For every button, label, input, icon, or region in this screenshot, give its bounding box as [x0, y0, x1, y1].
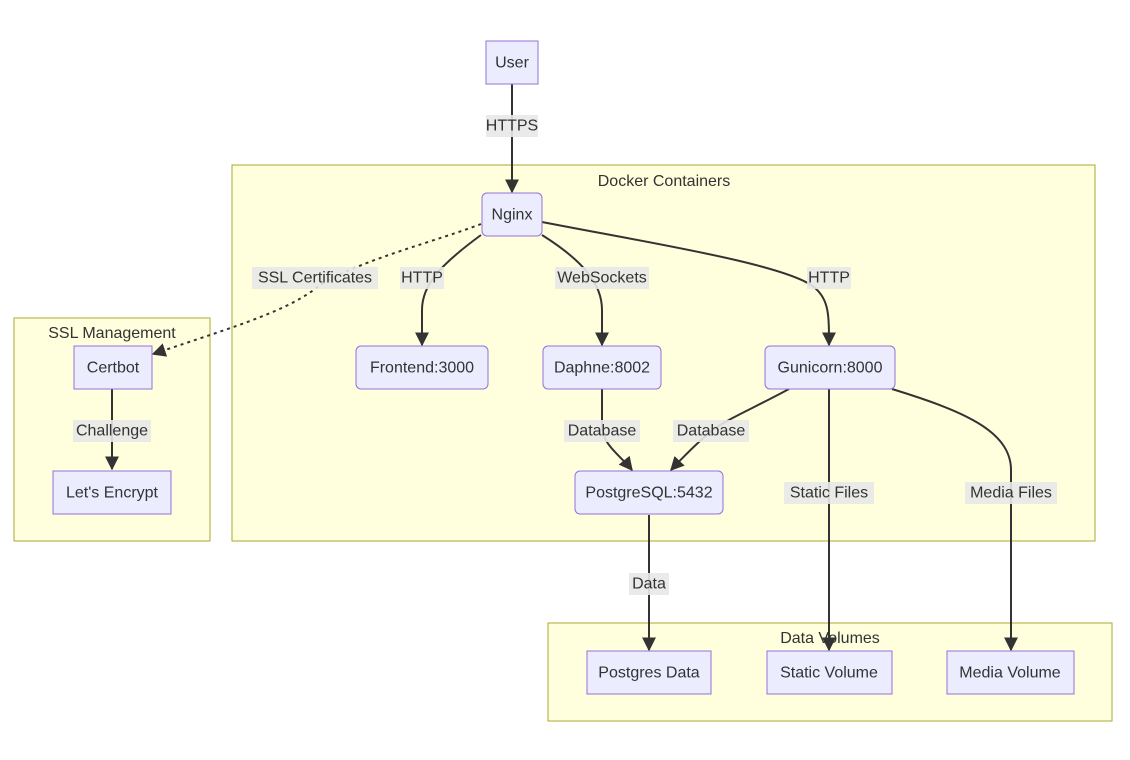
- node-frontend[interactable]: Frontend:3000: [355, 345, 489, 390]
- edge-gunicorn-media: [891, 388, 1018, 652]
- svg-text:Data: Data: [632, 576, 666, 593]
- svg-text:Frontend:3000: Frontend:3000: [370, 360, 474, 377]
- edge-nginx-gunicorn: [541, 221, 836, 347]
- svg-text:Certbot: Certbot: [87, 360, 140, 377]
- svg-text:Gunicorn:8000: Gunicorn:8000: [778, 360, 883, 377]
- node-certbot[interactable]: Certbot: [73, 345, 153, 390]
- edge-label-https: HTTPS: [486, 115, 538, 137]
- svg-text:Daphne:8002: Daphne:8002: [554, 360, 650, 377]
- svg-text:Media Volume: Media Volume: [959, 665, 1060, 682]
- svg-text:WebSockets: WebSockets: [557, 270, 647, 287]
- node-postgres-data[interactable]: Postgres Data: [586, 650, 712, 695]
- node-media-volume[interactable]: Media Volume: [946, 650, 1075, 695]
- svg-text:HTTP: HTTP: [808, 270, 850, 287]
- node-daphne[interactable]: Daphne:8002: [542, 345, 662, 390]
- cluster-ssl-title: SSL Management: [48, 325, 176, 342]
- cluster-docker-title: Docker Containers: [598, 173, 731, 190]
- edge-label-websockets: WebSockets: [555, 267, 649, 289]
- edge-label-media-files: Media Files: [965, 482, 1057, 504]
- node-gunicorn[interactable]: Gunicorn:8000: [764, 345, 896, 390]
- edge-label-ssl-certificates: SSL Certificates: [252, 267, 378, 289]
- node-user[interactable]: User: [485, 40, 539, 85]
- svg-text:Static Files: Static Files: [790, 485, 868, 502]
- svg-text:Database: Database: [568, 423, 637, 440]
- svg-text:User: User: [495, 55, 529, 72]
- svg-text:Let's Encrypt: Let's Encrypt: [66, 485, 159, 502]
- node-postgresql[interactable]: PostgreSQL:5432: [574, 470, 724, 515]
- edge-label-challenge: Challenge: [73, 420, 151, 442]
- svg-text:Static Volume: Static Volume: [780, 665, 878, 682]
- svg-text:Database: Database: [677, 423, 746, 440]
- svg-text:SSL Certificates: SSL Certificates: [258, 270, 372, 287]
- edge-label-database-gunicorn: Database: [673, 420, 749, 442]
- node-static-volume[interactable]: Static Volume: [766, 650, 893, 695]
- edge-label-static-files: Static Files: [784, 482, 874, 504]
- edge-label-http-frontend: HTTP: [400, 267, 444, 289]
- edge-label-database-daphne: Database: [564, 420, 640, 442]
- edge-label-data: Data: [629, 573, 669, 595]
- svg-text:PostgreSQL:5432: PostgreSQL:5432: [585, 485, 712, 502]
- svg-text:Challenge: Challenge: [76, 423, 148, 440]
- node-nginx[interactable]: Nginx: [481, 192, 543, 237]
- svg-text:Nginx: Nginx: [492, 207, 533, 224]
- svg-text:Media Files: Media Files: [970, 485, 1052, 502]
- svg-text:HTTPS: HTTPS: [486, 118, 538, 135]
- edge-nginx-certbot: [151, 223, 482, 357]
- svg-text:HTTP: HTTP: [401, 270, 443, 287]
- svg-text:Postgres Data: Postgres Data: [598, 665, 699, 682]
- node-lets-encrypt[interactable]: Let's Encrypt: [52, 470, 172, 515]
- edge-label-http-gunicorn: HTTP: [807, 267, 851, 289]
